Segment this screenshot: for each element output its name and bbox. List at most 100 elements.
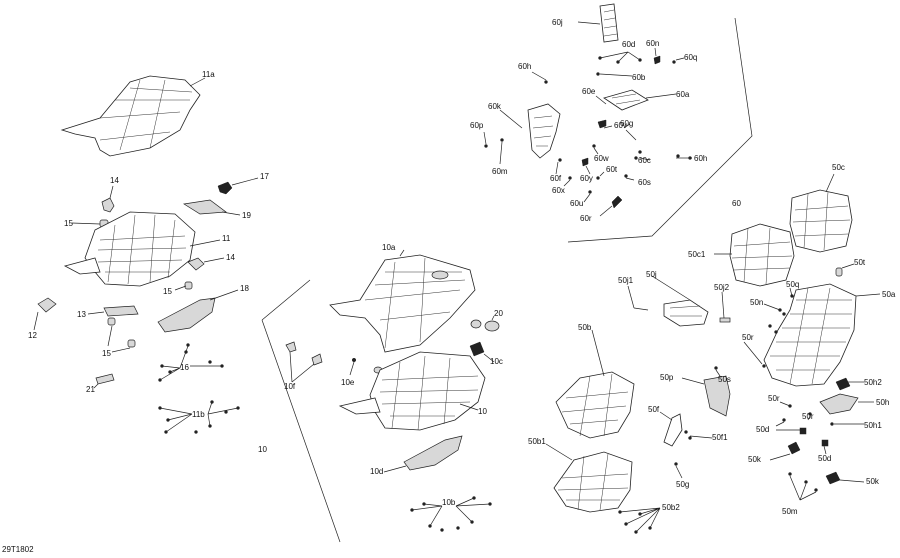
callout-50r: 50r: [742, 333, 754, 342]
part-10c[interactable]: [469, 341, 485, 357]
part-60r[interactable]: [611, 195, 623, 209]
callout-50d: 50d: [818, 454, 831, 463]
callout-60d: 60d: [622, 40, 635, 49]
seat-frame-50a[interactable]: [763, 283, 857, 387]
backrest-assembly-60: [483, 3, 753, 243]
part-17[interactable]: [217, 181, 233, 195]
callout-60x: 60x: [552, 186, 565, 195]
part-20[interactable]: [484, 320, 500, 332]
callout-60h: 60h: [694, 154, 707, 163]
callout-60g: 60g: [620, 119, 633, 128]
part-15-c2[interactable]: [127, 339, 136, 348]
part-50j1[interactable]: [633, 307, 649, 311]
part-50h2[interactable]: [835, 377, 851, 391]
callout-14: 14: [226, 253, 235, 262]
part-10f[interactable]: [285, 341, 297, 353]
callout-13: 13: [77, 310, 86, 319]
seat-assembly-11: [33, 75, 259, 434]
part-60n[interactable]: [653, 55, 661, 65]
part-12[interactable]: [37, 297, 57, 313]
callout-50f1: 50f1: [712, 433, 728, 442]
part-60k[interactable]: [527, 103, 561, 159]
callout-14: 14: [110, 176, 119, 185]
seat-cushion-50b[interactable]: [555, 371, 635, 439]
part-60v[interactable]: [597, 119, 607, 129]
callout-60p: 60p: [470, 121, 484, 130]
callout-50r: 50r: [802, 412, 814, 421]
seat-cover-11a[interactable]: [60, 75, 201, 157]
part-13[interactable]: [103, 305, 139, 317]
callout-50h1: 50h1: [864, 421, 882, 430]
part-18[interactable]: [157, 297, 216, 333]
fasteners-11b[interactable]: [158, 400, 240, 434]
callout-11: 11: [222, 234, 231, 243]
backrest-pad-50c1[interactable]: [729, 223, 795, 287]
part-50f[interactable]: [663, 413, 683, 447]
part-60y[interactable]: [581, 157, 589, 167]
part-15-b[interactable]: [184, 281, 193, 290]
callout-60u: 60u: [570, 199, 583, 208]
callout-10b: 10b: [442, 498, 456, 507]
callout-60b: 60b: [632, 73, 646, 82]
part-14-top[interactable]: [101, 197, 115, 213]
part-14-lower[interactable]: [187, 257, 205, 271]
seat-10a-cap: [431, 270, 449, 280]
callout-60s: 60s: [638, 178, 651, 187]
seat-assembly-10: [261, 249, 500, 543]
callout-50j: 50j: [646, 270, 657, 279]
seat-cover-10a[interactable]: [329, 254, 476, 353]
callout-50t: 50t: [854, 258, 866, 267]
callout-10e: 10e: [341, 378, 355, 387]
part-50t[interactable]: [835, 267, 843, 277]
callout-10c: 10c: [490, 357, 503, 366]
callout-labels: 11a 17 14 19 15 11 14 15 18 12 13 15 16 …: [2, 18, 896, 554]
seat-base-11-front: [63, 257, 101, 275]
part-60j[interactable]: [599, 3, 619, 43]
callout-50k: 50k: [866, 477, 880, 486]
callout-50r: 50r: [768, 394, 780, 403]
callout-60r: 60r: [580, 214, 592, 223]
callout-50p: 50p: [660, 373, 674, 382]
seat-base-10-front: [338, 397, 381, 415]
callout-60: 60: [732, 199, 741, 208]
callout-10d: 10d: [370, 467, 383, 476]
part-15-c1[interactable]: [107, 317, 116, 326]
part-60a[interactable]: [603, 89, 649, 111]
part-50k-a[interactable]: [787, 441, 801, 455]
callout-50d: 50d: [756, 425, 769, 434]
callout-60j: 60j: [552, 18, 563, 27]
callout-60q: 60q: [684, 53, 697, 62]
part-50j2[interactable]: [719, 317, 731, 323]
part-60q[interactable]: [672, 60, 676, 64]
part-10e[interactable]: [351, 357, 357, 363]
rack-50j[interactable]: [663, 299, 709, 327]
part-60g[interactable]: [625, 129, 637, 141]
diagram-code: 29T1802: [2, 545, 34, 554]
callout-60n: 60n: [646, 39, 659, 48]
part-50h[interactable]: [819, 393, 859, 415]
seat-cushion-50b1[interactable]: [553, 451, 633, 513]
callout-17: 17: [260, 172, 269, 181]
callout-60c: 60c: [638, 156, 651, 165]
callout-60m: 60m: [492, 167, 508, 176]
part-10f-b[interactable]: [311, 353, 323, 366]
callout-60e: 60e: [582, 87, 596, 96]
callout-12: 12: [28, 331, 37, 340]
callout-15: 15: [163, 287, 172, 296]
part-19[interactable]: [183, 199, 227, 215]
callout-50f: 50f: [648, 405, 660, 414]
fasteners-10b[interactable]: [410, 496, 492, 532]
callout-50j2: 50j2: [714, 283, 730, 292]
callout-11b: 11b: [192, 410, 205, 419]
callout-60w: 60w: [594, 154, 609, 163]
part-50p[interactable]: [703, 375, 731, 417]
callout-16: 16: [180, 363, 189, 372]
callout-10-frame: 10: [258, 445, 267, 454]
part-21[interactable]: [95, 373, 115, 385]
fasteners-16[interactable]: [158, 343, 224, 382]
part-10d[interactable]: [403, 435, 463, 471]
callout-50m: 50m: [782, 507, 798, 516]
part-50d[interactable]: [799, 427, 807, 435]
part-50k-b[interactable]: [825, 471, 841, 485]
passenger-seat-assembly-50: [545, 173, 881, 534]
